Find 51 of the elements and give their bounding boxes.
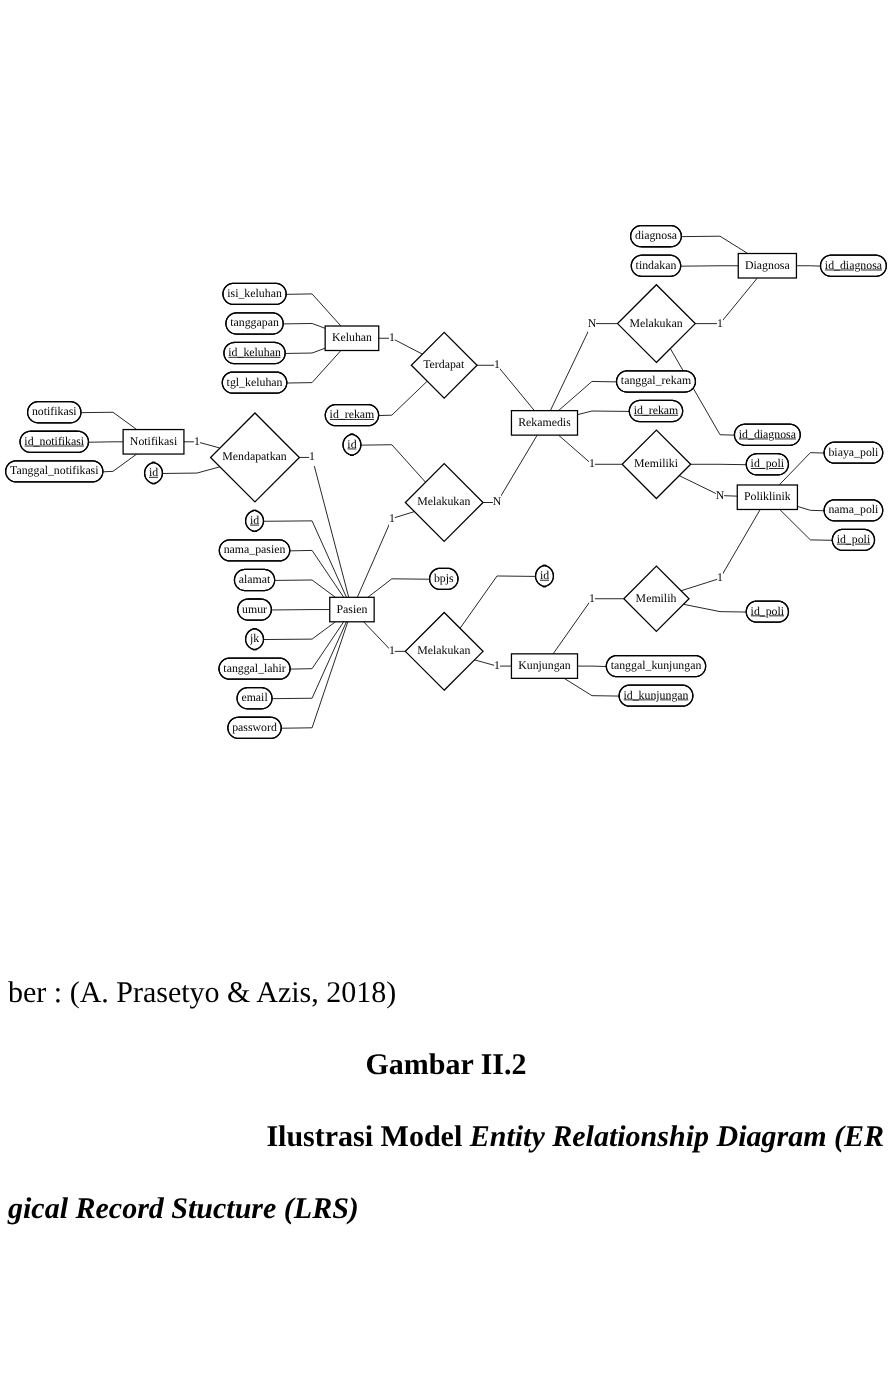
- connector: [682, 603, 748, 613]
- connector: [558, 381, 618, 412]
- figure-title: Ilustrasi Model Entity Relationship Diagram (ER: [266, 1122, 884, 1154]
- connector: [102, 453, 138, 473]
- connector: [797, 505, 825, 512]
- connector: [298, 457, 350, 598]
- connector: [680, 509, 761, 592]
- connector: [356, 511, 415, 598]
- connector: [681, 235, 749, 254]
- connector: [290, 621, 345, 670]
- connector: [473, 659, 512, 667]
- section-heading: gical Record Stucture (LRS): [8, 1194, 359, 1226]
- connector: [363, 621, 406, 652]
- connector: [577, 410, 631, 416]
- connector: [367, 578, 431, 598]
- connector: [482, 434, 538, 503]
- connector: [360, 444, 426, 483]
- connector: [796, 265, 822, 267]
- connector: [459, 575, 537, 629]
- connector: [271, 609, 331, 611]
- connector: [678, 475, 738, 497]
- connector: [680, 265, 739, 267]
- connector: [552, 598, 624, 655]
- connector: [286, 293, 342, 327]
- connector: [162, 466, 220, 474]
- connector: [88, 441, 124, 443]
- source-note: ber : (A. Prasetyo & Azis, 2018): [8, 978, 397, 1010]
- connector: [476, 364, 535, 412]
- connector: [286, 350, 342, 384]
- connector: [689, 463, 748, 466]
- connector: [281, 621, 349, 729]
- connector: [378, 380, 428, 416]
- connector: [283, 323, 326, 329]
- connector: [378, 337, 423, 355]
- connector: [274, 579, 336, 598]
- figure-number: Gambar II.2: [365, 1050, 527, 1082]
- connector: [285, 347, 326, 354]
- connector: [272, 621, 347, 700]
- connector: [558, 434, 623, 465]
- connector: [289, 550, 345, 598]
- connector: [577, 665, 608, 667]
- connector: [778, 452, 825, 486]
- connector: [779, 509, 834, 541]
- connector: [669, 347, 736, 436]
- connector: [549, 323, 618, 412]
- connector: [80, 411, 138, 430]
- connector: [183, 441, 220, 449]
- connector: [694, 277, 758, 325]
- connector: [263, 621, 336, 640]
- connector: [563, 677, 620, 697]
- connector: [263, 520, 347, 598]
